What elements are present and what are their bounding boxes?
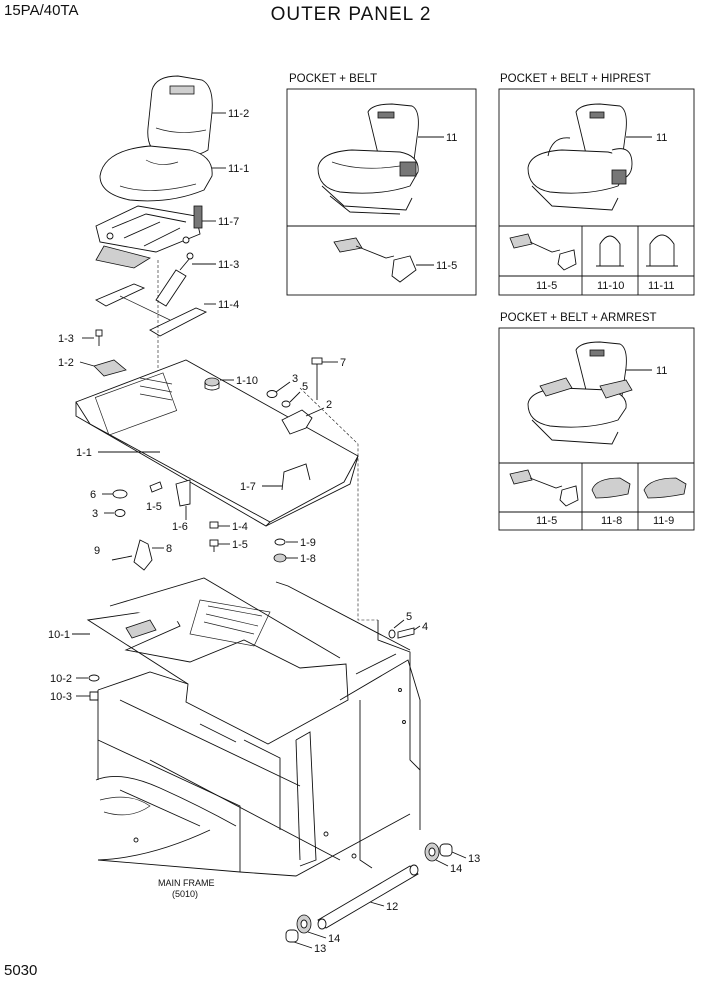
page-number: 5030 [4, 962, 38, 979]
callout-6: 6 [90, 489, 96, 501]
bolt-4-washer-5 [388, 627, 415, 639]
callout-9: 9 [94, 545, 100, 557]
washers-3-5 [266, 390, 291, 408]
callout-11-11: 11-11 [648, 280, 675, 292]
callout-1-8: 1-8 [300, 553, 316, 565]
callout-5: 5 [406, 611, 412, 623]
callout-3: 3 [292, 373, 298, 385]
box-title: POCKET + BELT + HIPREST [500, 73, 651, 85]
seat-backrest [147, 75, 213, 158]
bolt-1-5-lower [209, 539, 219, 552]
bolt-7 [311, 357, 323, 400]
callout-14: 14 [328, 933, 340, 945]
callout-1-10: 1-10 [236, 375, 258, 387]
page-title: OUTER PANEL 2 [270, 4, 432, 25]
callout-11-5: 11-5 [436, 260, 457, 272]
callout-11-10: 11-10 [597, 280, 624, 292]
washer-10-2 [88, 674, 100, 682]
seat-cushion [99, 145, 213, 202]
option-box-pocket-belt-hiprest: POCKET + BELT + HIPREST 11 11-5 11-10 11 [498, 73, 695, 296]
seat-illustration [317, 103, 419, 215]
callout-1-5: 1-5 [146, 501, 162, 513]
seat-suspension-frame [95, 205, 203, 269]
callout-10-3: 10-3 [50, 691, 72, 703]
main-frame [95, 581, 421, 877]
callout-11: 11 [656, 365, 667, 377]
callout-1-4: 1-4 [232, 521, 248, 533]
callout-11-9: 11-9 [653, 515, 674, 527]
callout-5: 5 [302, 381, 308, 393]
seat-belt-illustration [509, 233, 577, 271]
callout-11-5: 11-5 [536, 280, 557, 292]
bracket-1-6 [175, 479, 191, 507]
floor-plate [86, 577, 349, 745]
callout-13: 13 [314, 943, 326, 955]
box-title: POCKET + BELT [289, 73, 377, 85]
main-frame-ref: (5010) [172, 889, 198, 899]
seat-illustration [527, 103, 633, 211]
cap-13-upper [439, 843, 453, 857]
callout-8: 8 [166, 543, 172, 555]
nut-3 [114, 509, 126, 517]
cap-13-lower [285, 929, 299, 943]
seat-belt-illustration [509, 469, 579, 507]
option-box-pocket-belt-armrest: POCKET + BELT + ARMREST 11 11-5 11-8 11-… [498, 312, 695, 531]
rubber-cap [204, 377, 220, 391]
grommet-1-9 [274, 538, 286, 546]
callout-10-1: 10-1 [48, 629, 70, 641]
box-title: POCKET + BELT + ARMREST [500, 312, 657, 324]
bolt-1-5-upper [149, 481, 163, 493]
callout-4: 4 [422, 621, 428, 633]
callout-13: 13 [468, 853, 480, 865]
callout-1-2: 1-2 [58, 357, 74, 369]
callout-1-7: 1-7 [240, 481, 256, 493]
seat-belt-illustration [333, 237, 417, 283]
washer-6 [112, 489, 128, 499]
callout-1-6: 1-6 [172, 521, 188, 533]
handle-1-7 [281, 463, 311, 491]
callout-2: 2 [326, 399, 332, 411]
seat-slide-rails [95, 283, 208, 337]
pocket-slot [93, 359, 127, 377]
hiprest-bracket-illustration [596, 234, 678, 267]
callout-11-2: 11-2 [228, 108, 249, 120]
callout-1-3: 1-3 [58, 333, 74, 345]
callout-11-3: 11-3 [218, 259, 239, 271]
callout-1-1: 1-1 [76, 447, 92, 459]
latch-8 [111, 539, 153, 571]
gas-spring [155, 252, 194, 307]
callout-10-2: 10-2 [50, 673, 72, 685]
seat-illustration [527, 341, 633, 445]
model-code: 15PA/40TA [4, 2, 79, 19]
callout-1-5: 1-5 [232, 539, 248, 551]
bushing-14-lower [296, 914, 312, 934]
screw-1-3 [95, 329, 103, 346]
callout-11: 11 [656, 132, 667, 144]
callout-11-1: 11-1 [228, 163, 249, 175]
callout-11-7: 11-7 [218, 216, 239, 228]
callout-11-5: 11-5 [536, 515, 557, 527]
callout-11-4: 11-4 [218, 299, 239, 311]
bracket-2 [281, 409, 313, 435]
hinge-shaft [317, 864, 419, 930]
bushing-14-upper [424, 842, 440, 862]
bolt-10-3 [89, 691, 99, 701]
option-box-pocket-belt: POCKET + BELT 11 11-5 [286, 73, 477, 296]
callout-12: 12 [386, 901, 398, 913]
callout-3: 3 [92, 508, 98, 520]
callout-1-9: 1-9 [300, 537, 316, 549]
plug-1-8 [273, 553, 287, 563]
main-frame-label: MAIN FRAME [158, 878, 215, 888]
nut-1-4 [209, 521, 219, 529]
callout-7: 7 [340, 357, 346, 369]
callout-11: 11 [446, 132, 457, 144]
callout-14: 14 [450, 863, 462, 875]
armrest-pad-illustration [591, 477, 687, 499]
callout-11-8: 11-8 [601, 515, 622, 527]
